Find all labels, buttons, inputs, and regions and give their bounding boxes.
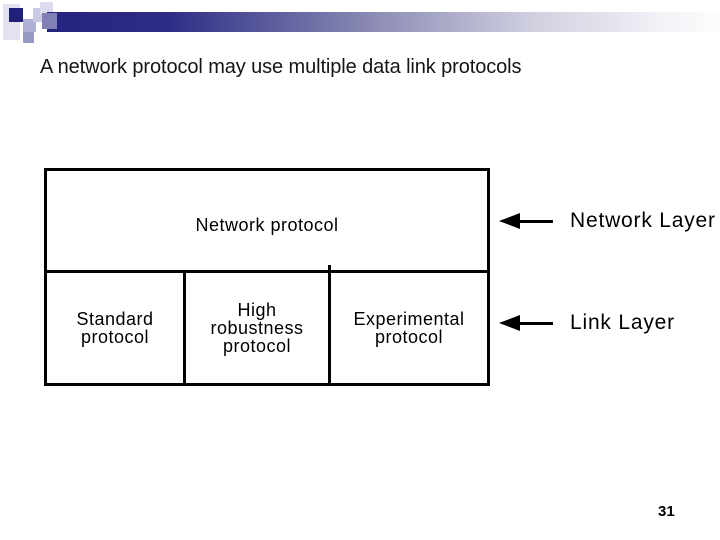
decor-square-navy — [9, 8, 23, 22]
decor-square-slate — [42, 13, 57, 29]
high-robustness-protocol-box: High robustness protocol — [186, 273, 328, 383]
link-layer-label: Link Layer — [570, 311, 675, 334]
header-gradient-bar — [47, 12, 720, 32]
left-arrow-icon — [499, 213, 553, 229]
high-robustness-protocol-label: High robustness protocol — [210, 300, 304, 356]
experimental-protocol-label: Experimental protocol — [353, 309, 465, 347]
protocol-diagram: Network protocol Standard protocol High … — [44, 168, 490, 386]
network-protocol-box: Network protocol — [47, 171, 487, 273]
standard-protocol-box: Standard protocol — [47, 273, 186, 383]
decor-square-light-top — [40, 2, 53, 14]
network-protocol-label: Network protocol — [195, 214, 339, 235]
arrow-head — [499, 315, 520, 331]
divider-tick — [328, 265, 331, 275]
network-layer-annotation: Network Layer — [499, 209, 716, 233]
arrow-line — [520, 321, 553, 325]
page-number: 31 — [658, 503, 675, 520]
decor-square-small — [23, 32, 34, 43]
arrow-line — [520, 219, 553, 223]
link-protocol-row: Standard protocol High robustness protoc… — [47, 273, 487, 383]
standard-protocol-label: Standard protocol — [76, 309, 154, 347]
arrow-head — [499, 213, 520, 229]
decor-square-mid — [23, 19, 36, 32]
link-layer-annotation: Link Layer — [499, 311, 675, 335]
slide-title: A network protocol may use multiple data… — [40, 56, 522, 78]
left-arrow-icon — [499, 315, 553, 331]
experimental-protocol-box: Experimental protocol — [328, 273, 487, 383]
network-layer-label: Network Layer — [570, 209, 716, 232]
